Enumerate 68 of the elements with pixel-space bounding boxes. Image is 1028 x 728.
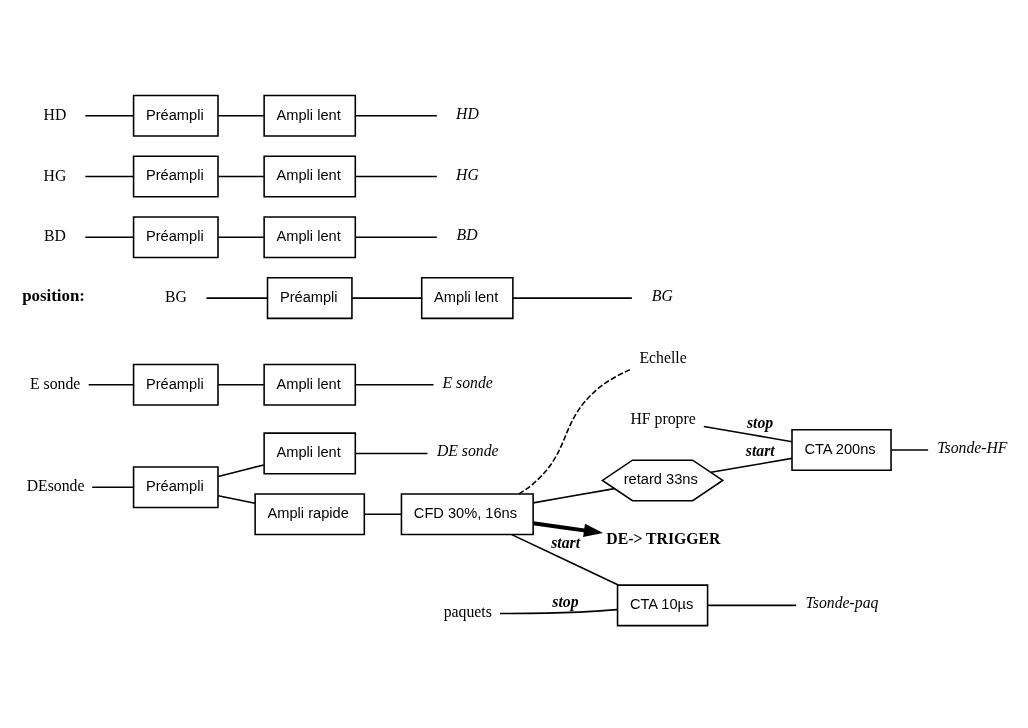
node-text: paquets: [443, 602, 492, 620]
connector: [217, 383, 265, 386]
connector: [84, 175, 135, 177]
node-box: Ampli lent: [263, 215, 357, 258]
connector: [512, 296, 633, 299]
connector: [87, 383, 135, 386]
node-text: HG: [456, 165, 479, 183]
node-box: CFD 30%, 16ns: [400, 492, 534, 535]
node-text: Echelle: [639, 348, 687, 366]
node-text: BG: [165, 287, 187, 305]
connector: [354, 114, 438, 117]
edge-label: stop: [552, 592, 579, 610]
connector: [91, 485, 134, 488]
connector: [532, 487, 616, 504]
connector: [354, 236, 438, 238]
connector: [499, 608, 618, 614]
node-text: E sonde: [442, 373, 493, 391]
node-text: DE sonde: [436, 441, 499, 459]
connector: [217, 463, 265, 477]
connector: [217, 236, 265, 238]
arrow: [532, 520, 604, 537]
node-box: CTA 200ns: [791, 428, 892, 471]
node-box: Ampli lent: [263, 94, 357, 137]
node-box: Préampli: [132, 363, 219, 406]
node-box: Préampli: [132, 215, 219, 258]
node-text: Tsonde-paq: [805, 593, 879, 611]
edge-label: start: [745, 441, 775, 459]
connector: [205, 296, 268, 299]
node-text: HF propre: [630, 409, 696, 427]
node-text: HG: [43, 166, 67, 184]
node-text: HD: [43, 105, 67, 123]
connector: [518, 368, 632, 495]
connector: [84, 114, 135, 117]
node-text: BG: [651, 286, 673, 304]
node-box: Ampli lent: [263, 363, 357, 406]
edge-label: start: [551, 533, 581, 551]
node-box: Préampli: [132, 155, 219, 198]
connector: [354, 175, 438, 177]
node-box: Préampli: [266, 276, 353, 319]
connector: [217, 175, 265, 177]
node-text: Tsonde-HF: [937, 438, 1008, 456]
edge-label: stop: [746, 413, 774, 431]
node-text: BD: [456, 225, 478, 243]
label: position:: [22, 285, 85, 305]
connector: [363, 512, 402, 515]
connector: [354, 383, 435, 386]
connector: [217, 114, 265, 117]
node-box: CTA 10µs: [616, 583, 709, 626]
node-box: Ampli lent: [263, 155, 357, 198]
connector: [703, 425, 793, 442]
node-box: Ampli lent: [263, 431, 357, 474]
connector: [890, 448, 929, 451]
node-text: BD: [44, 226, 66, 244]
node-box: Ampli lent: [420, 276, 514, 319]
node-box: Ampli rapide: [254, 492, 366, 535]
connector: [351, 296, 423, 299]
node-box: Préampli: [132, 465, 219, 508]
connector: [710, 457, 793, 473]
connector: [354, 452, 429, 454]
node-text: E sonde: [30, 374, 81, 392]
node-text: HD: [456, 104, 479, 122]
connector: [707, 604, 797, 606]
node-text: DEsonde: [26, 476, 85, 494]
connector: [217, 494, 256, 504]
connector: [510, 533, 620, 586]
node-text: DE-> TRIGGER: [606, 529, 721, 547]
node-box: Préampli: [132, 94, 219, 137]
connector: [84, 236, 135, 238]
